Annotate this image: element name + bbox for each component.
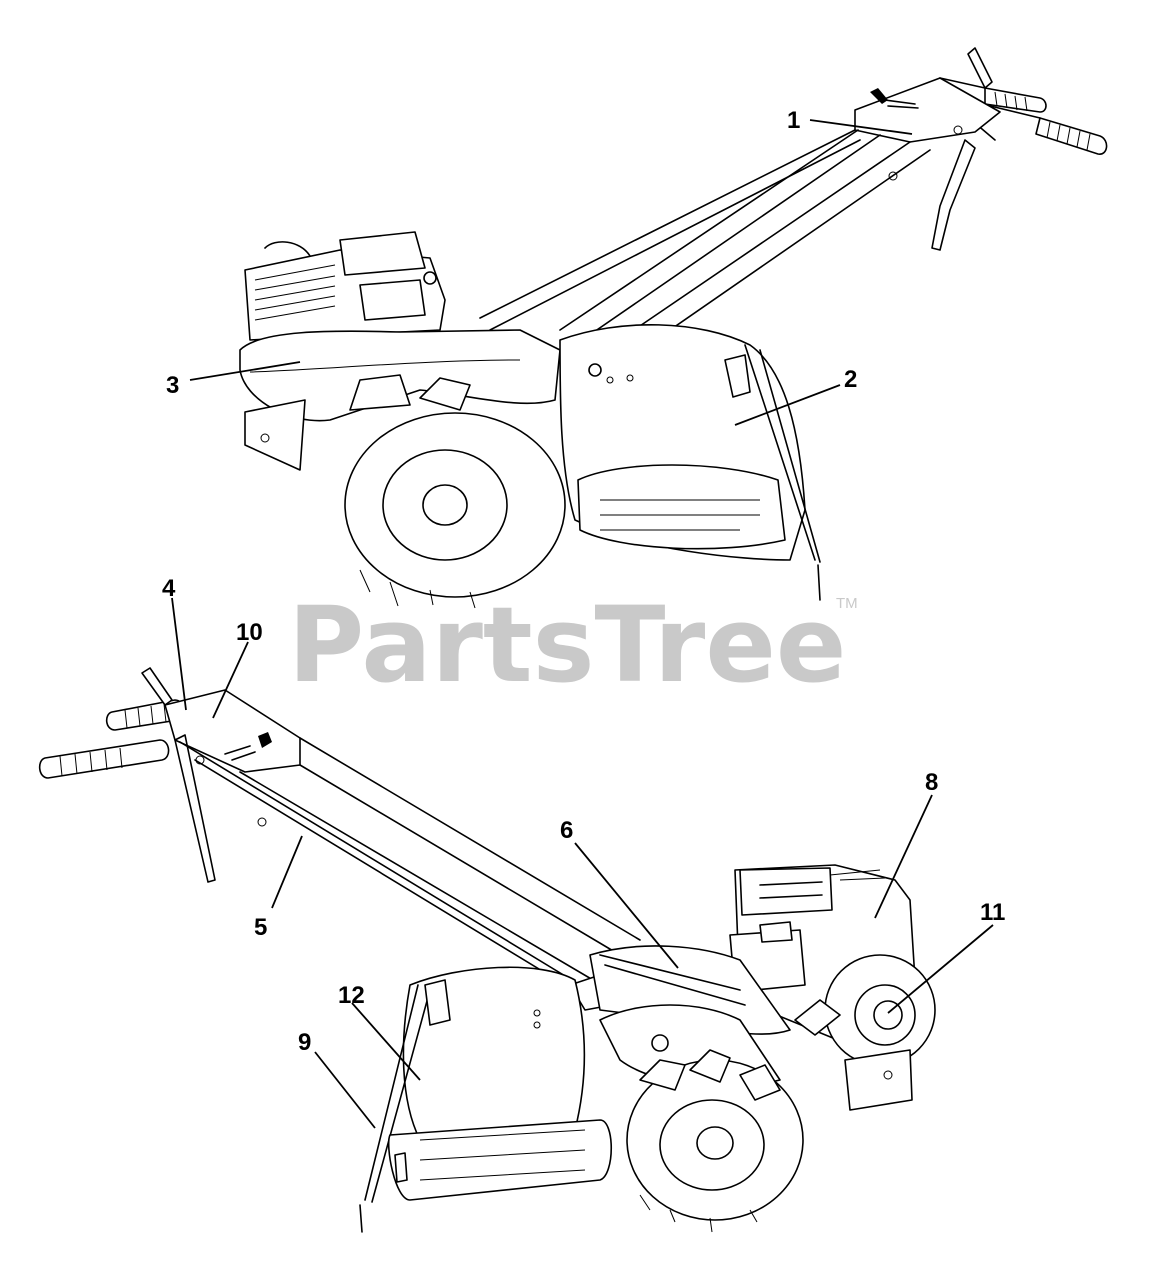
callout-10: 10: [236, 619, 263, 646]
tiller-bottom-view: [38, 667, 936, 1233]
callout-leaders: [171, 119, 994, 1129]
watermark: PartsTree TM: [288, 584, 858, 706]
wheel-bottom: [626, 1049, 804, 1233]
engine-bottom: [729, 864, 936, 1111]
tiller-top-view: [239, 47, 1108, 609]
handlebar-bottom: [38, 667, 301, 883]
callout-5: 5: [254, 914, 267, 941]
callout-2: 2: [844, 366, 857, 393]
callout-4: 4: [162, 575, 176, 602]
callout-11: 11: [980, 899, 1005, 926]
handle-tubes-top: [479, 125, 963, 376]
callout-labels: 1 2 3 4 10 5 6 8 11 12 9: [162, 107, 1005, 1056]
callout-12: 12: [338, 982, 365, 1009]
callout-1: 1: [787, 107, 800, 134]
callout-8: 8: [925, 769, 938, 796]
wheel-top: [344, 374, 566, 609]
tine-hood-top: [559, 323, 821, 601]
handle-tubes-bottom: [179, 737, 641, 1011]
watermark-trademark: TM: [836, 595, 858, 612]
watermark-text: PartsTree: [288, 584, 846, 706]
tine-hood-bottom: [359, 966, 613, 1233]
engine-top: [244, 231, 446, 341]
callout-9: 9: [298, 1029, 311, 1056]
callout-6: 6: [560, 817, 573, 844]
callout-3: 3: [166, 372, 179, 399]
handlebar-top: [854, 47, 1108, 251]
